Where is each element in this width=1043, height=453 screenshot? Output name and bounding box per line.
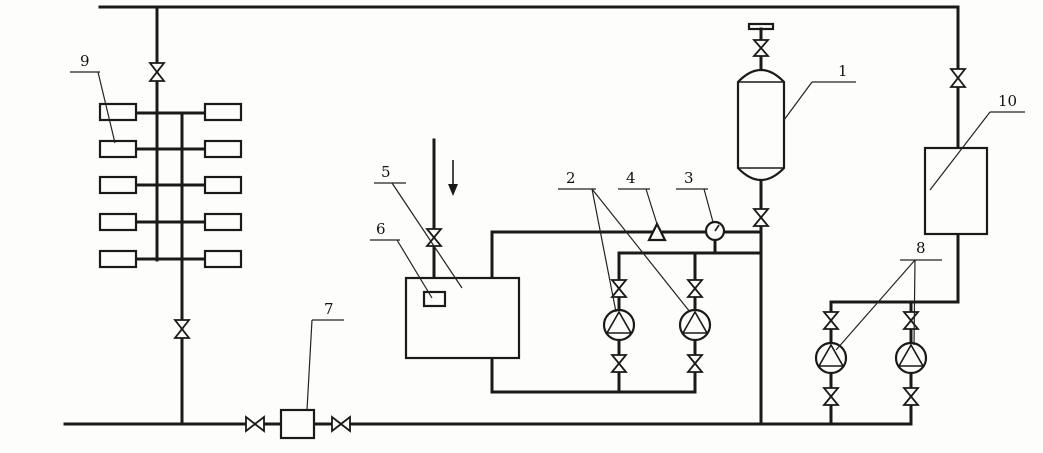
manifold-outlet xyxy=(98,212,138,232)
pump-icon xyxy=(602,308,636,342)
valve-icon xyxy=(331,415,351,433)
air-vent-icon xyxy=(647,221,667,242)
valve-icon xyxy=(425,228,443,247)
manifold-outlet xyxy=(203,175,243,195)
distribution-manifold xyxy=(98,102,243,269)
manifold-outlet xyxy=(203,249,243,269)
manifold-outlet xyxy=(98,102,138,122)
manifold-outlet xyxy=(203,102,243,122)
valve-icon xyxy=(173,319,191,339)
manifold-outlet xyxy=(203,212,243,232)
manifold-outlet xyxy=(98,249,138,269)
valve-icon xyxy=(752,39,770,57)
label-1: 1 xyxy=(838,62,848,80)
level-sensor xyxy=(422,290,447,308)
valve-icon xyxy=(902,311,920,330)
label-10: 10 xyxy=(998,92,1017,110)
heat-exchanger xyxy=(923,146,989,236)
label-6: 6 xyxy=(376,220,386,238)
label-7: 7 xyxy=(324,300,334,318)
pump-icon xyxy=(894,341,928,375)
valve-icon xyxy=(822,387,840,406)
filter-unit xyxy=(279,408,316,440)
label-5: 5 xyxy=(381,163,391,181)
valve-icon xyxy=(148,62,166,82)
pump-icon xyxy=(678,308,712,342)
label-2: 2 xyxy=(566,169,576,187)
valve-icon xyxy=(752,208,770,227)
flow-arrow-icon xyxy=(448,160,458,196)
valve-icon xyxy=(949,68,967,88)
manifold-outlet xyxy=(98,139,138,159)
valve-icon xyxy=(822,311,840,330)
valve-icon xyxy=(610,279,628,298)
manifold-outlet xyxy=(203,139,243,159)
valve-icon xyxy=(902,387,920,406)
valve-icon xyxy=(686,354,704,373)
valve-icon xyxy=(686,279,704,298)
valve-icon xyxy=(610,354,628,373)
manifold-outlet xyxy=(98,175,138,195)
label-8: 8 xyxy=(916,239,926,257)
pump-icon xyxy=(814,341,848,375)
label-9: 9 xyxy=(80,52,90,70)
valves xyxy=(148,39,967,433)
pressure-tank-icon xyxy=(736,22,786,182)
storage-tank xyxy=(404,276,521,360)
label-4: 4 xyxy=(626,169,636,187)
component-labels: 9 1 10 5 6 2 4 3 7 8 xyxy=(80,52,1017,318)
label-3: 3 xyxy=(684,169,694,187)
leader-lines xyxy=(70,71,1025,411)
pumps xyxy=(602,308,928,375)
pressure-gauge-icon xyxy=(704,220,726,242)
valve-icon xyxy=(245,415,265,433)
